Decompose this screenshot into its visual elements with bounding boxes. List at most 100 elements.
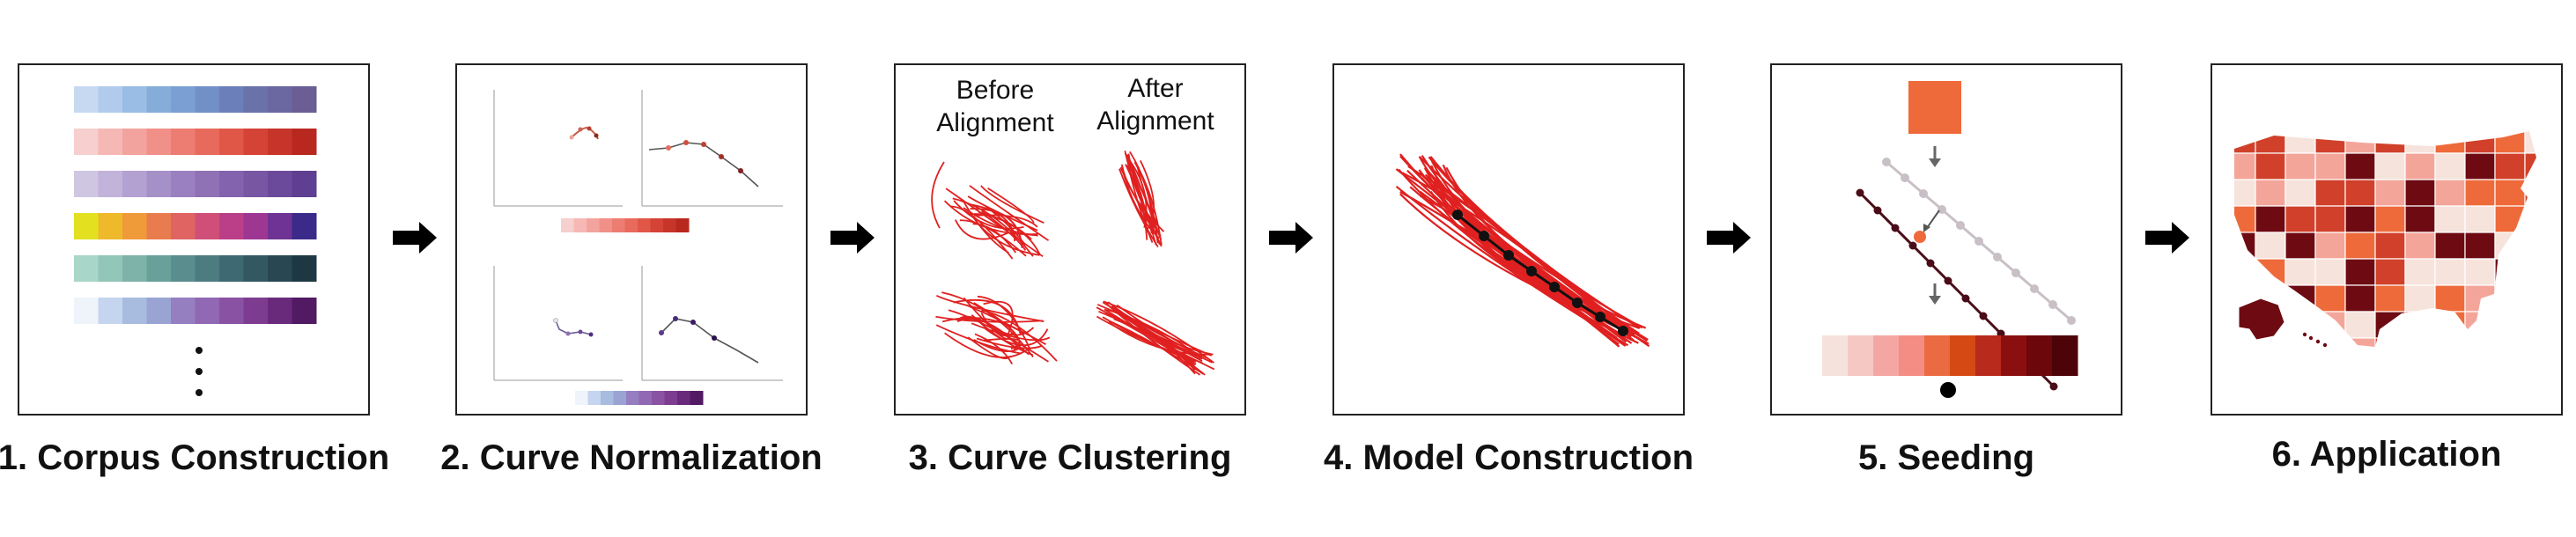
state-region bbox=[2404, 337, 2436, 347]
purple-ramp-mini bbox=[575, 391, 704, 405]
cluster-curve bbox=[1120, 164, 1165, 232]
palette-swatch bbox=[74, 171, 99, 197]
palette-swatch bbox=[292, 213, 317, 239]
application-panel bbox=[2211, 63, 2563, 416]
after-alignment-label: After Alignment bbox=[1067, 72, 1244, 137]
state-region bbox=[2434, 131, 2466, 154]
state-region bbox=[2314, 258, 2346, 286]
model-node bbox=[1452, 210, 1463, 220]
state-region bbox=[2344, 205, 2376, 233]
state-region bbox=[2234, 205, 2256, 233]
cluster-curve bbox=[962, 199, 1009, 254]
palette-swatch bbox=[146, 213, 172, 239]
state-region bbox=[2374, 179, 2406, 207]
palette-swatch bbox=[243, 171, 269, 197]
step-number: 1. bbox=[0, 438, 28, 477]
palette-swatch bbox=[243, 129, 269, 155]
state-region bbox=[2434, 232, 2466, 260]
state-region bbox=[2464, 232, 2496, 260]
state-region bbox=[2494, 131, 2526, 154]
before-label-line2: Alignment bbox=[936, 108, 1054, 137]
arrow-icon bbox=[1269, 222, 1313, 254]
seeded-node bbox=[1926, 259, 1935, 268]
state-region bbox=[2494, 258, 2526, 286]
palette-swatch bbox=[195, 255, 220, 282]
step-caption-4: 4. Model Construction bbox=[1297, 438, 1720, 478]
ramp-swatch bbox=[2026, 335, 2053, 376]
model-node bbox=[1572, 298, 1583, 308]
step-title: Corpus Construction bbox=[37, 438, 390, 477]
curve-purple-small bbox=[555, 320, 592, 335]
red-ramp-mini bbox=[561, 218, 690, 232]
state-region bbox=[2284, 284, 2316, 313]
state-region bbox=[2404, 311, 2436, 339]
state-region bbox=[2464, 152, 2496, 180]
state-region bbox=[2524, 258, 2536, 286]
template-node bbox=[2011, 268, 2020, 277]
state-region bbox=[2464, 311, 2496, 339]
state-region bbox=[2374, 311, 2406, 339]
ellipsis-dot bbox=[196, 368, 203, 375]
ramp-swatch bbox=[690, 391, 704, 405]
palette-swatch bbox=[171, 298, 196, 324]
state-region bbox=[2255, 337, 2286, 347]
before-alignment-label: Before Alignment bbox=[907, 74, 1083, 139]
state-region bbox=[2234, 337, 2256, 347]
palette-swatch bbox=[243, 255, 269, 282]
state-region bbox=[2234, 232, 2256, 260]
cluster-curve bbox=[967, 195, 1038, 232]
state-region bbox=[2314, 205, 2346, 233]
palette-swatch bbox=[74, 298, 99, 324]
palette-swatch bbox=[98, 213, 123, 239]
palette-swatch bbox=[219, 213, 244, 239]
ramp-swatch bbox=[1975, 335, 2002, 376]
step-title: Model Construction bbox=[1362, 438, 1694, 477]
state-region bbox=[2464, 258, 2496, 286]
state-region bbox=[2374, 258, 2406, 286]
state-region bbox=[2524, 337, 2536, 347]
clustering-panel: Before Alignment After Alignment bbox=[894, 63, 1246, 416]
state-region bbox=[2255, 232, 2286, 260]
corpus-panel bbox=[18, 63, 370, 416]
palette-swatch bbox=[219, 298, 244, 324]
state-region bbox=[2284, 131, 2316, 154]
state-region bbox=[2255, 205, 2286, 233]
palette-corpus bbox=[74, 86, 317, 396]
state-region bbox=[2434, 311, 2466, 339]
palette-swatch bbox=[292, 171, 317, 197]
palette-swatch bbox=[146, 171, 172, 197]
state-region bbox=[2434, 179, 2466, 207]
model-panel bbox=[1332, 63, 1685, 416]
curve-normalized-red bbox=[648, 142, 759, 188]
state-region bbox=[2344, 284, 2376, 313]
state-region bbox=[2434, 337, 2466, 347]
seeded-node bbox=[1961, 294, 1970, 303]
state-hawaii bbox=[2302, 332, 2307, 337]
arrow-icon bbox=[393, 222, 437, 254]
ramp-swatch bbox=[650, 218, 664, 232]
plot-top-right bbox=[641, 90, 783, 207]
arrow-icon bbox=[2145, 222, 2189, 254]
palette-swatch bbox=[171, 171, 196, 197]
palette-swatch bbox=[146, 129, 172, 155]
ramp-swatch bbox=[1822, 335, 1849, 376]
state-region bbox=[2344, 179, 2376, 207]
cluster-curve bbox=[936, 294, 1044, 323]
curve-normalized-purple bbox=[661, 318, 759, 364]
state-region bbox=[2524, 284, 2536, 313]
state-region bbox=[2314, 152, 2346, 180]
palette-swatch bbox=[122, 298, 147, 324]
state-region bbox=[2344, 258, 2376, 286]
template-node bbox=[1901, 173, 1909, 182]
cluster-curve bbox=[1096, 306, 1203, 358]
state-region bbox=[2434, 152, 2466, 180]
cluster-curve bbox=[1118, 168, 1159, 248]
ramp-swatch bbox=[599, 218, 613, 232]
template-node bbox=[1974, 237, 1983, 246]
cluster-curve bbox=[971, 322, 1051, 342]
state-region bbox=[2494, 284, 2526, 313]
state-region bbox=[2494, 337, 2526, 347]
ramp-swatch bbox=[1873, 335, 1900, 376]
palette-swatch bbox=[146, 86, 172, 113]
state-region bbox=[2524, 232, 2536, 260]
